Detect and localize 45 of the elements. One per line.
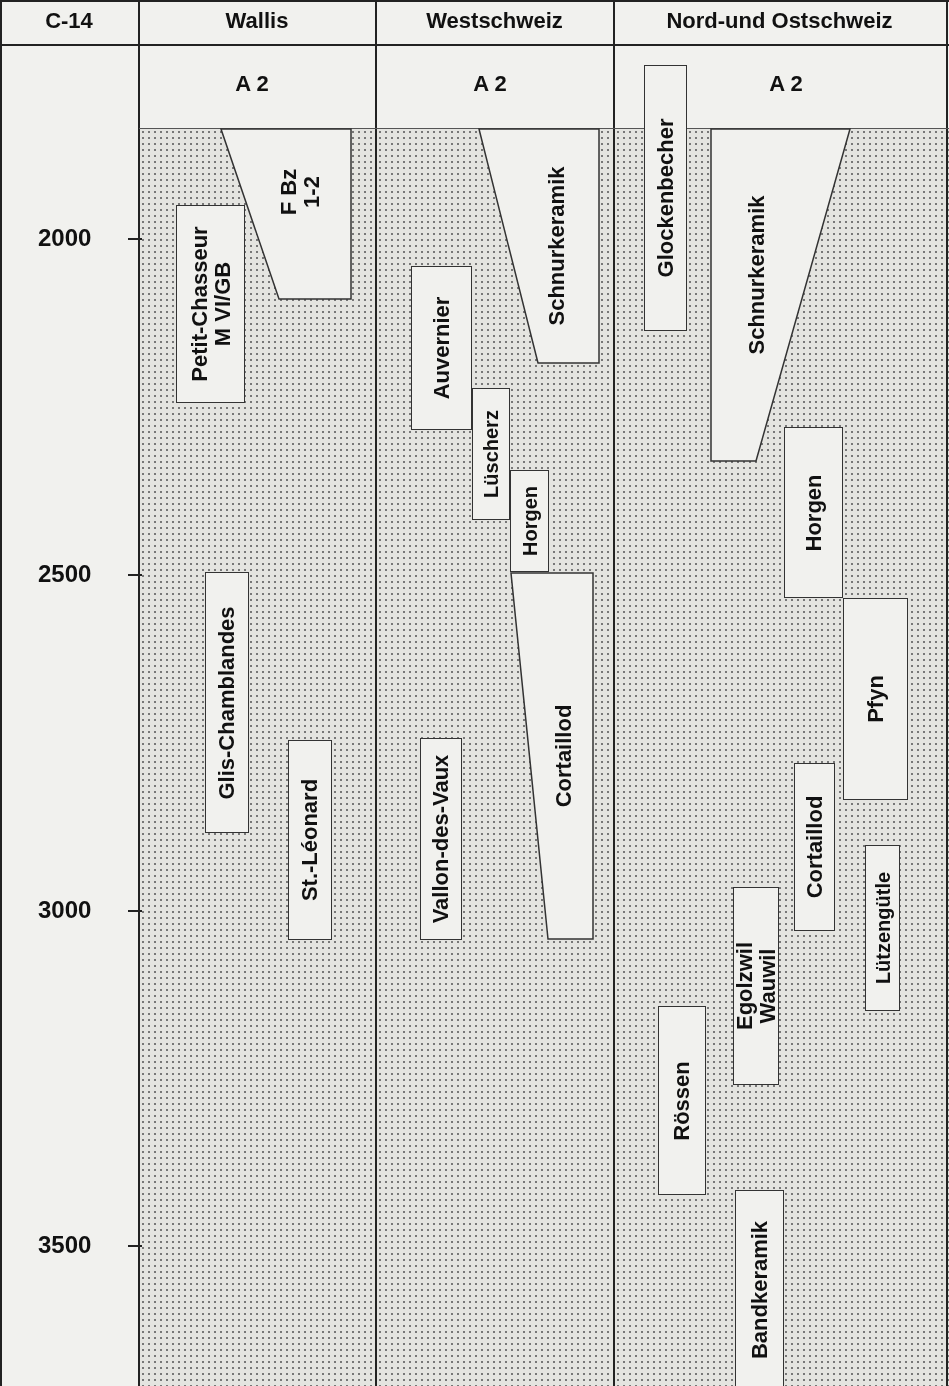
column-header: Westschweiz bbox=[425, 8, 564, 34]
period-box bbox=[658, 1006, 706, 1195]
culture-label: Vallon-des-Vaux bbox=[429, 754, 453, 924]
period-box bbox=[420, 738, 462, 940]
period-box bbox=[472, 388, 510, 520]
period-box bbox=[411, 266, 472, 430]
period-label: A 2 bbox=[769, 71, 803, 97]
year-label: 3500 bbox=[38, 1231, 92, 1259]
period-box bbox=[176, 205, 245, 403]
culture-label: Pfyn bbox=[863, 675, 888, 723]
period-label: A 2 bbox=[235, 71, 269, 97]
culture-label: F Bz 1-2 bbox=[276, 167, 324, 218]
year-label: 2000 bbox=[38, 224, 92, 252]
culture-label: Horgen bbox=[801, 474, 826, 551]
period-box bbox=[510, 470, 549, 572]
period-box bbox=[644, 65, 687, 331]
period-box bbox=[865, 845, 900, 1011]
culture-label: Lüscherz bbox=[480, 410, 502, 498]
period-box bbox=[843, 598, 908, 800]
culture-label: Rössen bbox=[670, 1060, 694, 1141]
culture-label: Horgen bbox=[519, 486, 540, 556]
culture-label: Schnurkeramik bbox=[744, 195, 769, 355]
column-header: C-14 bbox=[44, 8, 94, 34]
period-box bbox=[205, 572, 249, 833]
culture-label: Lützengütle bbox=[872, 871, 893, 985]
column-header: Wallis bbox=[224, 8, 290, 34]
period-box bbox=[735, 1190, 784, 1386]
period-box bbox=[288, 740, 332, 940]
period-label: A 2 bbox=[473, 71, 507, 97]
year-label: 2500 bbox=[38, 560, 92, 588]
culture-label: St.-Léonard bbox=[298, 778, 322, 902]
period-box bbox=[794, 763, 835, 931]
culture-label: Auvernier bbox=[429, 296, 454, 400]
culture-label: Cortaillod bbox=[552, 704, 576, 808]
culture-label: Cortaillod bbox=[802, 795, 827, 899]
culture-label: Glis-Chamblandes bbox=[215, 605, 239, 800]
culture-label: Egolzwil Wauwil bbox=[732, 941, 780, 1032]
culture-label: Glockenbecher bbox=[653, 118, 678, 278]
year-label: 3000 bbox=[38, 896, 92, 924]
culture-label: Bandkeramik bbox=[747, 1220, 772, 1360]
column-header: Nord-und Ostschweiz bbox=[665, 8, 894, 34]
period-box bbox=[784, 427, 843, 598]
culture-label: Petit-Chasseur M VI/GB bbox=[187, 226, 234, 382]
culture-label: Schnurkeramik bbox=[545, 166, 569, 326]
period-box bbox=[733, 887, 779, 1085]
